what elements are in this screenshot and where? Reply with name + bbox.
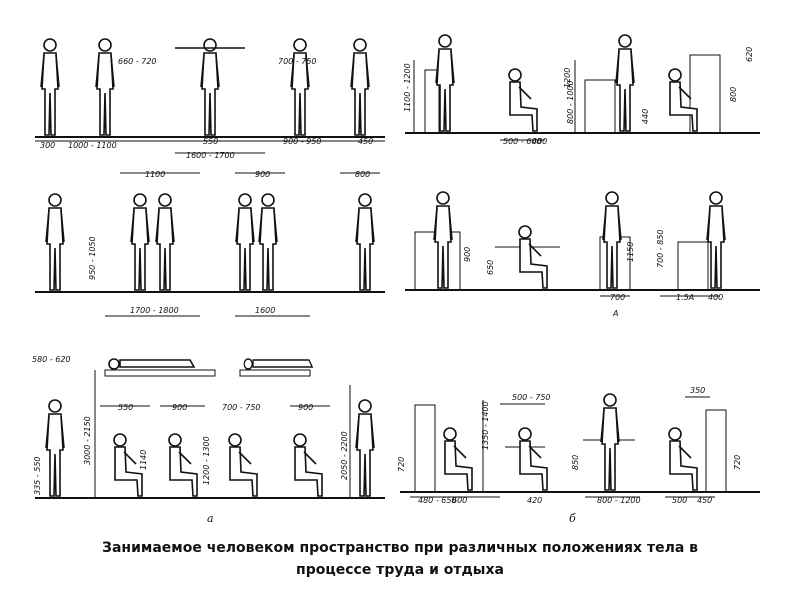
dimension-label: 660 - 720 xyxy=(118,57,157,66)
dimension-label: 550 xyxy=(118,403,133,412)
dimension-label: 1200 xyxy=(563,68,572,88)
standing-figure xyxy=(45,193,65,291)
standing-figure xyxy=(155,193,175,291)
dimension-label: 500 - 600 xyxy=(503,137,542,146)
dimension-label: 850 xyxy=(571,455,580,470)
dimension-label: 2050 - 2200 xyxy=(340,431,349,480)
dimension-label: 1600 - 1700 xyxy=(186,151,235,160)
dimension-label: 620 xyxy=(745,47,754,62)
dimension-label: 900 xyxy=(298,403,313,412)
dimension-label: 500 - 750 xyxy=(512,393,551,402)
panel-tag-b: б xyxy=(569,512,576,525)
ergonomics-drawing: 300 1000 - 1100 660 - 720 550 1600 - 1700 900… xyxy=(32,34,760,525)
dimension-label: 480 - 650 xyxy=(418,496,457,505)
dimension-label: 580 - 620 xyxy=(32,355,71,364)
seated-worker-figure xyxy=(668,68,698,132)
reaching-figure xyxy=(355,399,375,497)
standing-worker-figure xyxy=(615,34,635,132)
panel-tag-a: а xyxy=(207,512,214,525)
dimension-label: 720 xyxy=(397,457,406,472)
dimension-label: 400 xyxy=(708,293,723,302)
dimension-label: 1600 xyxy=(255,306,275,315)
dimension-label: 1350 - 1400 xyxy=(481,401,490,450)
dimension-label: 800 - 1200 xyxy=(597,496,641,505)
dimension-label: 900 xyxy=(463,247,472,262)
dimension-label: 900 xyxy=(172,403,187,412)
seated-worker-figure xyxy=(518,427,548,491)
standing-figure xyxy=(95,38,115,136)
standing-figure xyxy=(258,193,278,291)
dimension-label: 1000 - 1100 xyxy=(68,141,117,150)
standing-worker-figure xyxy=(600,393,620,491)
seated-figure xyxy=(293,433,323,497)
left-panel: 300 1000 - 1100 660 - 720 550 1600 - 1700 900… xyxy=(32,38,385,499)
dimension-label: 335 - 550 xyxy=(33,456,42,495)
dimension-label: 1150 xyxy=(626,242,635,262)
dimension-label: 3000 - 2150 xyxy=(83,416,92,465)
dimension-label: 800 xyxy=(729,87,738,102)
dimension-label: 950 - 1050 xyxy=(88,236,97,280)
dimension-label: 1100 xyxy=(145,170,165,179)
dimension-label: 1200 - 1300 xyxy=(202,436,211,485)
dimension-label: 1.5A xyxy=(676,293,694,302)
seated-worker-figure xyxy=(518,225,548,289)
caption-line-1: Занимаемое человеком пространство при ра… xyxy=(102,540,698,556)
dimension-label: 600 xyxy=(452,496,467,505)
seated-worker-figure xyxy=(443,427,473,491)
dimension-label: 500 xyxy=(672,496,687,505)
standing-figure xyxy=(350,38,370,136)
dimension-label: 700 - 750 xyxy=(222,403,261,412)
figure-caption: Занимаемое человеком пространство при ра… xyxy=(0,537,800,581)
standing-figure xyxy=(290,38,310,136)
caption-line-2: процессе труда и отдыха xyxy=(296,562,504,578)
seated-figure xyxy=(113,433,143,497)
standing-worker-figure xyxy=(602,191,622,289)
seated-figure xyxy=(168,433,198,497)
seated-figure xyxy=(228,433,258,497)
reclining-figure xyxy=(243,358,314,370)
dimension-label: A xyxy=(612,309,618,318)
standing-figure xyxy=(355,193,375,291)
dimension-label: 1100 - 1200 xyxy=(403,63,412,112)
dimension-label: 800 xyxy=(355,170,370,179)
reaching-figure xyxy=(45,399,65,497)
dimension-label: 1140 xyxy=(139,450,148,470)
dimension-label: 350 xyxy=(690,386,705,395)
standing-worker-figure xyxy=(433,191,453,289)
lying-figure xyxy=(108,358,195,370)
dimension-label: 650 xyxy=(486,260,495,275)
dimension-label: 700 - 850 xyxy=(656,229,665,268)
dimension-label: 800 - 1000 xyxy=(566,80,575,124)
standing-figure xyxy=(200,38,220,136)
dimension-label: 700 - 750 xyxy=(278,57,317,66)
dimension-label: 1700 - 1800 xyxy=(130,306,179,315)
standing-figure xyxy=(40,38,60,136)
dimension-label: 420 xyxy=(527,496,542,505)
seated-worker-figure xyxy=(508,68,538,132)
standing-figure xyxy=(235,193,255,291)
seated-worker-figure xyxy=(668,427,698,491)
standing-figure xyxy=(130,193,150,291)
dimension-label: 450 xyxy=(697,496,712,505)
dimension-label: 440 xyxy=(641,109,650,124)
dimension-label: 400 xyxy=(532,137,547,146)
dimension-label: 720 xyxy=(733,455,742,470)
dimension-label: 900 xyxy=(255,170,270,179)
dimension-label: 700 xyxy=(610,293,625,302)
standing-worker-figure xyxy=(706,191,726,289)
dimension-label: 300 xyxy=(40,141,55,150)
